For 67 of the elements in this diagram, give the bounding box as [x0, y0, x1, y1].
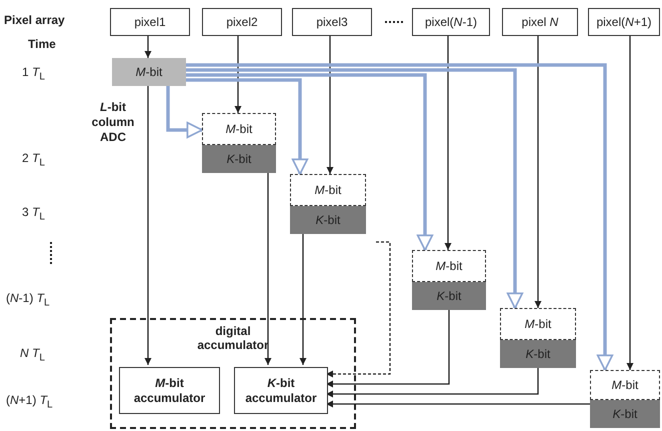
- time-label: N T$_{L}$: [20, 346, 45, 364]
- pixel-box: [202, 8, 282, 36]
- bus-arrow: [186, 78, 308, 175]
- box-label: M-bit: [314, 183, 342, 197]
- accumulator-box: [234, 367, 328, 414]
- arrow: [534, 36, 542, 308]
- arrow: [326, 368, 539, 398]
- bus-arrow: [186, 63, 614, 371]
- register-box: [290, 174, 366, 206]
- register-box: [290, 206, 366, 234]
- register-box: [202, 145, 276, 173]
- pixel-box: [292, 8, 372, 36]
- box-label: M-bit: [612, 378, 638, 392]
- accumulator-box: [119, 367, 220, 414]
- register-box: [112, 58, 186, 86]
- register-box: [202, 113, 276, 145]
- time-label: (N-1) T$_{L}$: [6, 291, 50, 308]
- time-label: 3 T$_{L}$: [22, 205, 45, 222]
- box-label: M-bit: [524, 317, 552, 331]
- arrow: [300, 234, 306, 365]
- box-label: digital accumulator: [196, 324, 270, 353]
- box-label: K-bit: [436, 289, 462, 303]
- box-label: pixel N: [522, 15, 558, 29]
- pixel-box: [412, 8, 490, 36]
- accumulator-group: [110, 318, 356, 429]
- arrow: [326, 310, 450, 388]
- box-label: K-bit: [526, 347, 550, 361]
- box-label: K-bit accumulator: [244, 376, 318, 405]
- register-box: [590, 400, 660, 428]
- box-label: pixel(N+1): [596, 15, 652, 29]
- arrow: [144, 36, 152, 58]
- box-label: pixel2: [226, 15, 258, 29]
- bus-arrow: [166, 86, 203, 138]
- box-label: pixel1: [134, 15, 166, 29]
- pixel-box: [110, 8, 190, 36]
- bus-arrow: [186, 68, 524, 309]
- arrow: [234, 36, 242, 113]
- time-label: 2 T$_{L}$: [22, 151, 45, 168]
- register-box: [412, 282, 486, 310]
- arrow: [326, 241, 391, 378]
- time-label: (N+1) T$_{L}$: [6, 393, 53, 410]
- arrow: [444, 36, 452, 250]
- register-box: [500, 308, 576, 340]
- pixel-box: [588, 8, 660, 36]
- arrow: [326, 400, 590, 408]
- register-box: [412, 250, 486, 282]
- bus-arrow: [186, 73, 434, 251]
- register-box: [500, 340, 576, 368]
- arrow: [144, 86, 152, 365]
- box-label: K-bit: [612, 407, 638, 421]
- box-label: M-bit: [226, 122, 252, 136]
- box-label: pixel3: [316, 15, 348, 29]
- box-label: K-bit: [316, 213, 340, 227]
- row-heading: Time: [28, 37, 56, 51]
- box-label: M-bit accumulator: [132, 376, 206, 405]
- time-label: 1 T$_{L}$: [22, 65, 45, 82]
- arrow: [264, 173, 272, 365]
- arrow: [326, 36, 334, 174]
- box-label: M-bit: [136, 65, 162, 79]
- adc-label: L-bit column ADC: [90, 100, 136, 145]
- row-heading: Pixel array: [4, 13, 65, 27]
- arrow: [626, 36, 634, 370]
- box-label: M-bit: [436, 259, 462, 273]
- register-box: [590, 370, 660, 400]
- pixel-box: [502, 8, 578, 36]
- box-label: pixel(N-1): [424, 15, 478, 29]
- box-label: K-bit: [226, 152, 252, 166]
